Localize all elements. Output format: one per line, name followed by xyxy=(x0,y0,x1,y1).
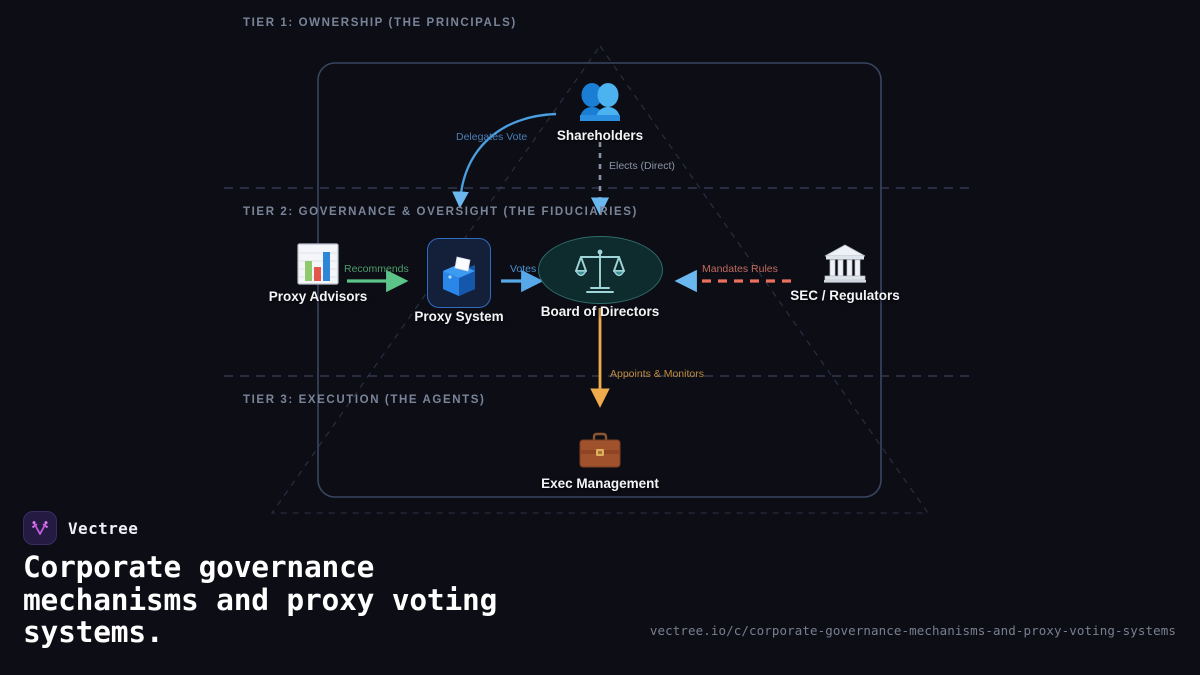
vectree-logo-icon xyxy=(23,511,57,545)
brand-name: Vectree xyxy=(68,518,139,538)
tier-2-label: TIER 2: GOVERNANCE & OVERSIGHT (THE FIDU… xyxy=(243,206,638,218)
edge-delegates-vote xyxy=(452,112,557,209)
node-exec-management[interactable]: Exec Management xyxy=(520,432,680,491)
node-proxy-system-label: Proxy System xyxy=(414,309,504,324)
edge-label-appoints-monitors: Appoints & Monitors xyxy=(610,368,704,380)
tier-3-label: TIER 3: EXECUTION (THE AGENTS) xyxy=(243,394,486,406)
brand-row: Vectree xyxy=(23,511,138,545)
bar-chart-icon xyxy=(297,243,339,285)
node-proxy-advisors-label: Proxy Advisors xyxy=(268,289,368,304)
node-exec-management-label: Exec Management xyxy=(541,476,659,491)
node-shareholders-label: Shareholders xyxy=(556,128,644,143)
two-people-icon xyxy=(577,82,623,124)
scales-icon xyxy=(574,240,626,300)
page-headline: Corporate governance mechanisms and prox… xyxy=(23,550,498,649)
ballot-box-icon xyxy=(437,239,481,305)
edge-label-elects-direct: Elects (Direct) xyxy=(609,160,675,172)
briefcase-icon xyxy=(577,432,623,472)
node-board-of-directors-label: Board of Directors xyxy=(540,304,660,319)
node-sec-regulators-label: SEC / Regulators xyxy=(790,288,900,303)
node-shareholders[interactable]: Shareholders xyxy=(500,82,700,143)
node-board-of-directors[interactable]: Board of Directors xyxy=(520,240,680,319)
classical-building-icon xyxy=(823,242,867,284)
edge-label-mandates-rules: Mandates Rules xyxy=(702,263,778,275)
tier-1-label: TIER 1: OWNERSHIP (THE PRINCIPALS) xyxy=(243,17,517,29)
page-url: vectree.io/c/corporate-governance-mechan… xyxy=(649,623,1176,638)
edge-label-delegates-vote: Delegates Vote xyxy=(456,131,528,143)
node-proxy-advisors[interactable]: Proxy Advisors xyxy=(248,243,388,304)
node-sec-regulators[interactable]: SEC / Regulators xyxy=(775,242,915,303)
node-proxy-system[interactable]: Proxy System xyxy=(395,239,523,324)
edge-label-recommends: Recommends xyxy=(344,263,409,275)
edge-label-votes: Votes xyxy=(510,263,537,275)
